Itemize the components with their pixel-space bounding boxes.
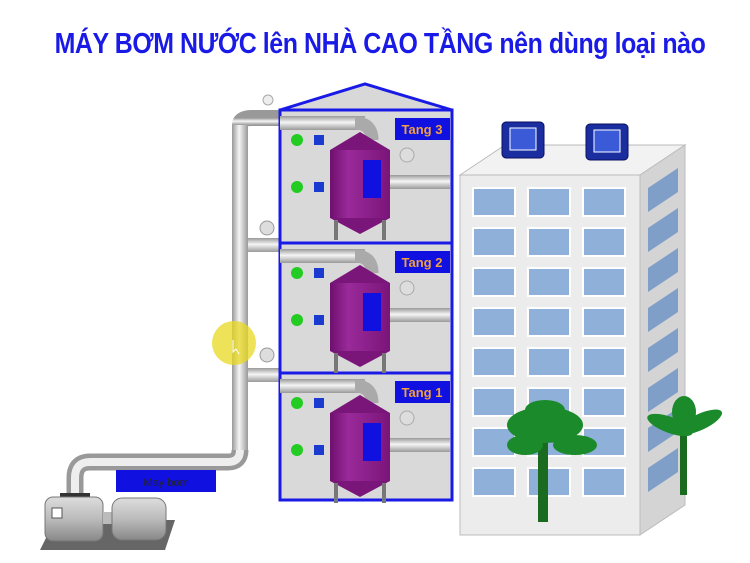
window (472, 467, 516, 497)
level-indicator (291, 267, 303, 279)
floor-label: Tang 3 (402, 122, 443, 137)
window (648, 288, 678, 332)
pump: May bom (40, 470, 216, 550)
floor-label: Tang 1 (402, 385, 443, 400)
window (648, 448, 678, 492)
window (472, 187, 516, 217)
window (648, 368, 678, 412)
window (582, 347, 626, 377)
window (648, 328, 678, 372)
window (582, 387, 626, 417)
riser-pipe (66, 94, 280, 495)
window (527, 227, 571, 257)
level-indicator (291, 314, 303, 326)
window (648, 168, 678, 212)
level-indicator (291, 397, 303, 409)
pump-label: May bom (143, 477, 188, 489)
window (582, 227, 626, 257)
window (582, 307, 626, 337)
palm-tree-icon (647, 396, 723, 495)
window (648, 208, 678, 252)
window (582, 187, 626, 217)
high-rise-building (458, 121, 687, 536)
window (582, 267, 626, 297)
cursor-highlight (212, 321, 256, 365)
level-sensor (314, 182, 324, 192)
level-indicator (291, 444, 303, 456)
cursor-icon (232, 340, 240, 355)
window (648, 248, 678, 292)
level-sensor (314, 315, 324, 325)
window (472, 307, 516, 337)
level-indicator (291, 181, 303, 193)
floor-1: Tang 1 (280, 379, 450, 503)
window (527, 307, 571, 337)
window (472, 347, 516, 377)
page-title: MÁY BƠM NƯỚC lên NHÀ CAO TẦNG nên dùng l… (54, 28, 706, 60)
level-sensor (314, 268, 324, 278)
window (582, 467, 626, 497)
window (472, 227, 516, 257)
window (527, 467, 571, 497)
window (527, 347, 571, 377)
window (527, 187, 571, 217)
tree-icon (507, 400, 597, 522)
rooftop-tank-1 (501, 121, 545, 159)
level-indicator (291, 134, 303, 146)
rooftop-tank-2 (585, 123, 629, 161)
level-sensor (314, 445, 324, 455)
level-sensor (314, 135, 324, 145)
window (472, 387, 516, 417)
window (472, 267, 516, 297)
floor-2: Tang 2 (280, 249, 450, 373)
level-sensor (314, 398, 324, 408)
floor-label: Tang 2 (402, 255, 443, 270)
window (527, 267, 571, 297)
floor-3: Tang 3 (280, 116, 450, 240)
